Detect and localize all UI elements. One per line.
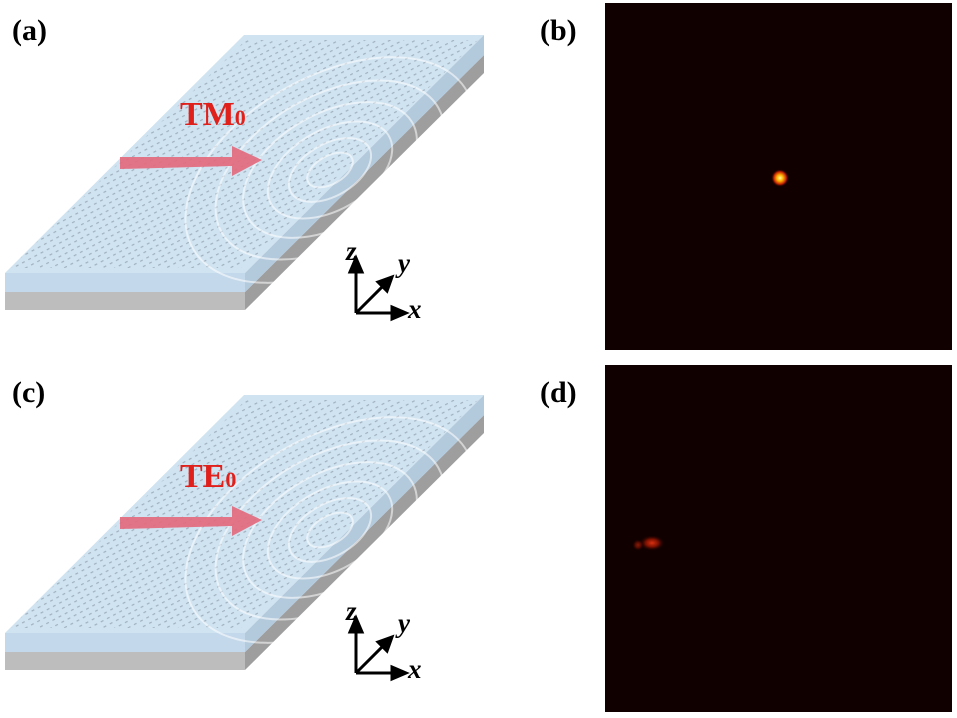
input-arrow — [120, 146, 262, 176]
panel-label-c: (c) — [12, 376, 46, 409]
panel-label-b: (b) — [540, 14, 577, 47]
scattered-field-d — [632, 535, 665, 551]
slab-waveguide-diagram — [5, 395, 484, 682]
slab-waveguide-diagram — [5, 35, 484, 322]
mode-label-c: TE0 — [180, 460, 236, 494]
axis-label-y: y — [398, 608, 410, 638]
waveguide-scene-a: TM0 z y x — [0, 0, 600, 330]
axis-label-z: z — [346, 596, 357, 626]
panel-label-a: (a) — [12, 14, 47, 47]
slab-right — [245, 35, 484, 292]
substrate-front — [5, 292, 245, 310]
input-arrow — [120, 506, 262, 536]
axis-label-z: z — [346, 236, 357, 266]
axis-label-x: x — [408, 654, 422, 684]
mode-name: TM — [180, 96, 235, 133]
axis-label-y: y — [398, 248, 410, 278]
waveguide-scene-c: TE0 z y x — [0, 360, 600, 690]
axis-label-x: x — [408, 294, 422, 324]
substrate-front — [5, 652, 245, 670]
slab-front — [5, 633, 245, 652]
focal-spot-b — [771, 169, 789, 187]
lens-rings — [184, 56, 476, 284]
substrate-right — [245, 415, 484, 670]
mode-name: TE — [180, 458, 226, 495]
slab-right — [245, 395, 484, 652]
axes-triad — [347, 614, 410, 682]
slab-front — [5, 273, 245, 292]
axes-triad — [347, 254, 410, 322]
mode-order: 0 — [234, 105, 246, 130]
lens-rings — [184, 416, 476, 644]
field-map-d — [605, 365, 952, 712]
panel-label-d: (d) — [540, 376, 577, 409]
field-map-b — [605, 3, 952, 350]
mode-label-a: TM0 — [180, 98, 246, 132]
mode-order: 0 — [225, 467, 237, 492]
substrate-right — [245, 55, 484, 310]
